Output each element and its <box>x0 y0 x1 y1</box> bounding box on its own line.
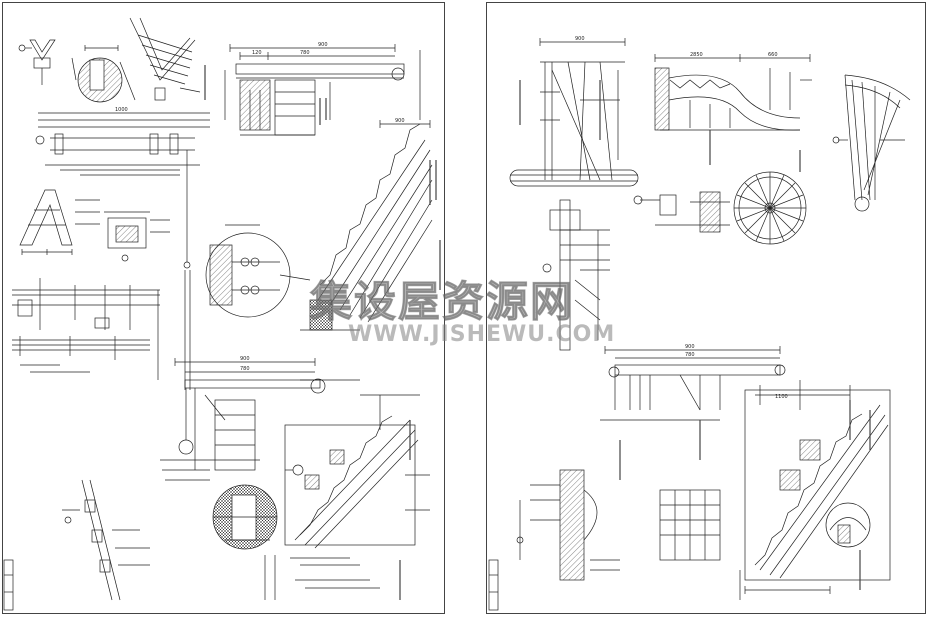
a-frame-stringer <box>19 189 100 255</box>
dimension-label: 660 <box>768 52 778 58</box>
title-block-right <box>488 559 499 611</box>
spiral-stair-plan <box>733 171 807 245</box>
baluster-circle-detail <box>71 45 136 103</box>
stair-elevation-lower <box>264 379 430 600</box>
railing-pipe-elevation <box>509 38 639 187</box>
handrail-end-detail <box>825 502 871 548</box>
column-elevation <box>157 150 191 390</box>
box-section-detail <box>104 211 170 262</box>
railing-elevation-bottom <box>160 358 326 481</box>
dimension-label: 780 <box>300 50 310 56</box>
annotation-marks <box>204 65 871 600</box>
dimension-label: 780 <box>685 352 695 358</box>
stair-elevation-upper <box>300 120 433 331</box>
dimension-label: 900 <box>575 36 585 42</box>
anchor-detail-circle <box>205 224 311 318</box>
fan-stair-detail <box>832 74 911 212</box>
wall-anchor-detail <box>516 469 620 581</box>
handrail-plan-strip <box>35 112 210 176</box>
dimension-label: 900 <box>318 42 328 48</box>
title-block-left <box>3 559 14 611</box>
stair-section-small <box>62 479 150 601</box>
railing-v-detail <box>18 39 56 85</box>
drawing-sheet-right <box>486 2 926 614</box>
v-stair-detail <box>129 17 201 101</box>
stair-elevation-right <box>739 380 891 600</box>
railing-elevation-left <box>12 278 160 373</box>
dimension-label: 1000 <box>115 107 128 113</box>
step-section-detail <box>659 489 721 561</box>
dimension-label: 900 <box>685 344 695 350</box>
dimension-label: 1100 <box>775 394 788 400</box>
column-base-detail <box>542 199 610 351</box>
column-section <box>633 191 730 233</box>
baseplate-circle-detail <box>212 484 278 550</box>
railing-elevation-right <box>600 346 786 421</box>
dimension-label: 780 <box>240 366 250 372</box>
dimension-label: 2850 <box>690 52 703 58</box>
dimension-label: 900 <box>240 356 250 362</box>
curved-stair-elevation <box>654 54 812 131</box>
dimension-label: 900 <box>395 118 405 124</box>
railing-elevation-top <box>224 44 421 136</box>
dimension-label: 120 <box>252 50 262 56</box>
sheet-gutter <box>446 0 486 620</box>
